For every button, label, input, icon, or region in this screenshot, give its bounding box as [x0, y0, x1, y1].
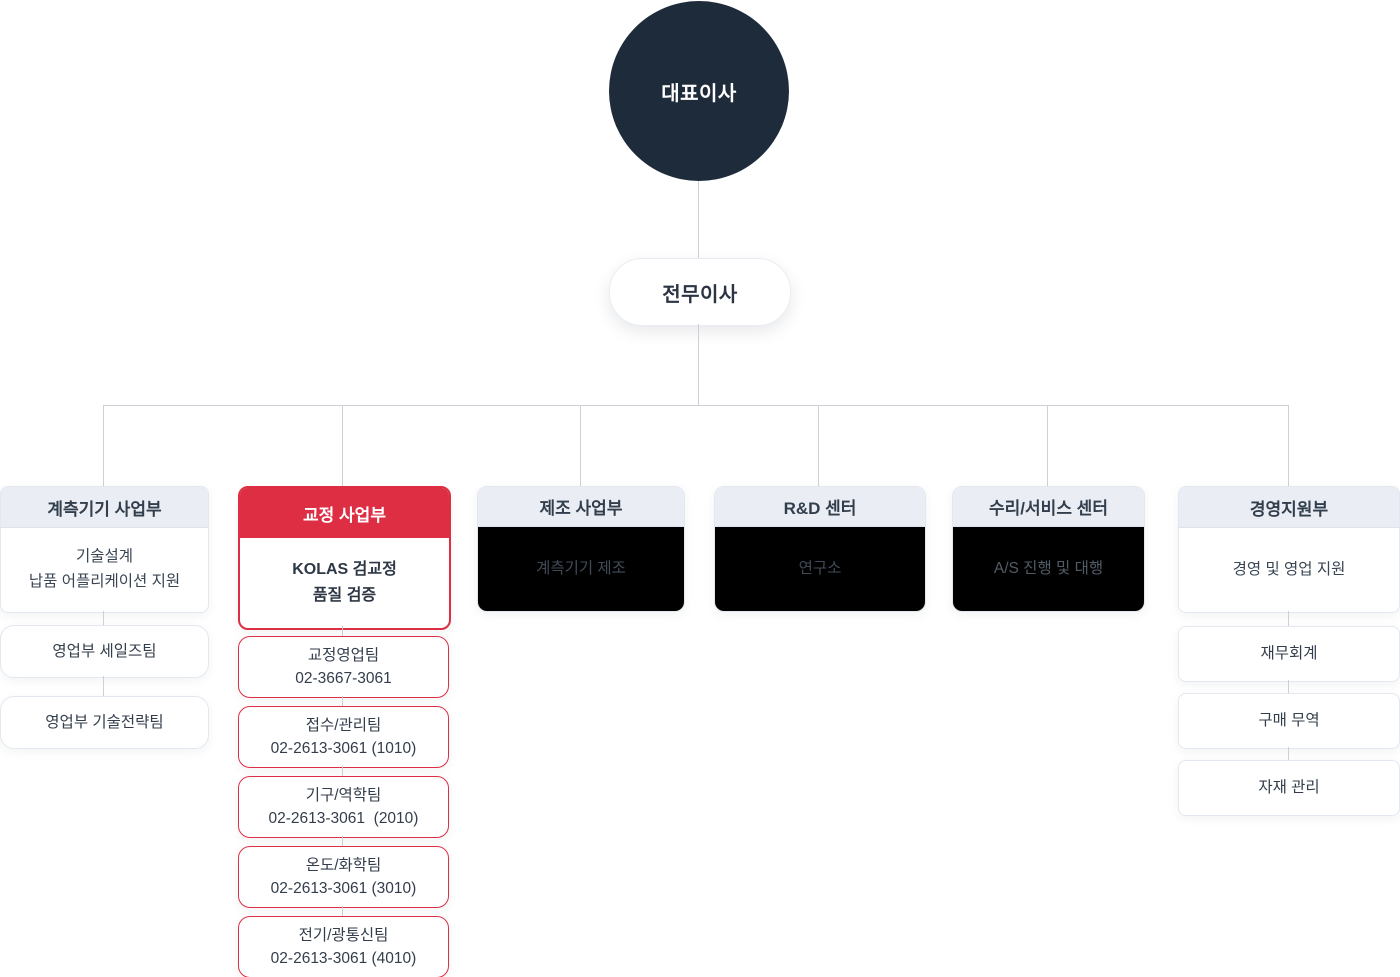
- dept-body: A/S 진행 및 대행: [953, 527, 1144, 611]
- connector-drop-2: [342, 405, 343, 486]
- dept-box-management: 경영지원부 경영 및 영업 지원: [1178, 486, 1400, 613]
- team-label: 재무회계: [1260, 645, 1318, 663]
- team-phone: 02-3667-3061: [295, 670, 392, 687]
- connector-ceo-exec: [698, 181, 699, 258]
- connector-stub: [1288, 680, 1289, 693]
- team-label: 교정영업팀: [307, 646, 380, 664]
- team-phone: 02-2613-3061 (4010): [270, 950, 417, 967]
- executive-label: 전무이사: [662, 283, 738, 306]
- dept-header: 수리/서비스 센터: [953, 487, 1144, 527]
- dept-box-rnd: R&D 센터 연구소: [714, 486, 926, 612]
- team-label: 자재 관리: [1258, 779, 1320, 797]
- dept-title: 교정 사업부: [303, 505, 386, 525]
- dept-body: 연구소: [715, 527, 925, 611]
- connector-stub: [342, 626, 343, 636]
- team-box: 재무회계: [1178, 626, 1400, 682]
- dept-header: 계측기기 사업부: [1, 487, 208, 528]
- connector-drop-4: [818, 405, 819, 486]
- dept-title: R&D 센터: [783, 499, 857, 518]
- connector-trunk: [103, 405, 1288, 406]
- team-box: 기구/역학팀 02-2613-3061 (2010): [238, 776, 449, 838]
- team-box: 영업부 기술전략팀: [0, 696, 209, 749]
- team-phone: 02-2613-3061 (2010): [268, 810, 419, 827]
- connector-exec-trunk: [698, 324, 699, 405]
- team-phone: 02-2613-3061 (1010): [270, 740, 417, 757]
- dept-body: 기술설계 납품 어플리케이션 지원: [28, 548, 181, 590]
- dept-header: 제조 사업부: [478, 487, 684, 527]
- dept-header: R&D 센터: [715, 487, 925, 527]
- connector-stub: [1288, 611, 1289, 626]
- ceo-node: 대표이사: [609, 1, 789, 181]
- connector-stub: [103, 676, 104, 696]
- dept-box-calibration: 교정 사업부 KOLAS 검교정 품질 검증: [238, 486, 451, 630]
- dept-title: 계측기기 사업부: [47, 499, 162, 519]
- connector-drop-6: [1288, 405, 1289, 486]
- connector-stub: [342, 696, 343, 706]
- dept-box-manufacturing: 제조 사업부 계측기기 제조: [477, 486, 685, 612]
- executive-node: 전무이사: [609, 258, 791, 326]
- dept-box-service: 수리/서비스 센터 A/S 진행 및 대행: [952, 486, 1145, 612]
- team-box: 자재 관리: [1178, 760, 1400, 816]
- team-label: 전기/광통신팀: [298, 926, 389, 944]
- dept-body: 경영 및 영업 지원: [1232, 560, 1346, 578]
- dept-header: 교정 사업부: [240, 488, 449, 538]
- connector-stub: [103, 611, 104, 625]
- connector-stub: [342, 766, 343, 776]
- team-box: 구매 무역: [1178, 693, 1400, 749]
- team-label: 기구/역학팀: [305, 786, 382, 804]
- ceo-label: 대표이사: [661, 82, 737, 105]
- team-label: 구매 무역: [1258, 712, 1320, 730]
- team-box: 영업부 세일즈팀: [0, 625, 209, 678]
- connector-drop-1: [103, 405, 104, 486]
- dept-title: 제조 사업부: [539, 499, 623, 518]
- dept-header: 경영지원부: [1179, 487, 1399, 528]
- dept-box-measurement: 계측기기 사업부 기술설계 납품 어플리케이션 지원: [0, 486, 209, 613]
- team-label: 온도/화학팀: [305, 856, 382, 874]
- team-label: 영업부 세일즈팀: [52, 642, 157, 660]
- connector-drop-3: [580, 405, 581, 486]
- team-box: 온도/화학팀 02-2613-3061 (3010): [238, 846, 449, 908]
- connector-stub: [1288, 747, 1289, 760]
- team-label: 영업부 기술전략팀: [45, 713, 164, 731]
- dept-body: 계측기기 제조: [478, 527, 684, 611]
- connector-drop-5: [1047, 405, 1048, 486]
- team-box: 접수/관리팀 02-2613-3061 (1010): [238, 706, 449, 768]
- team-label: 접수/관리팀: [305, 716, 382, 734]
- dept-title: 수리/서비스 센터: [989, 499, 1108, 518]
- team-box: 교정영업팀 02-3667-3061: [238, 636, 449, 698]
- connector-stub: [342, 836, 343, 846]
- team-box: 전기/광통신팀 02-2613-3061 (4010): [238, 916, 449, 977]
- dept-body: KOLAS 검교정 품질 검증: [292, 561, 397, 604]
- team-phone: 02-2613-3061 (3010): [270, 880, 417, 897]
- connector-stub: [342, 906, 343, 916]
- dept-title: 경영지원부: [1249, 499, 1329, 519]
